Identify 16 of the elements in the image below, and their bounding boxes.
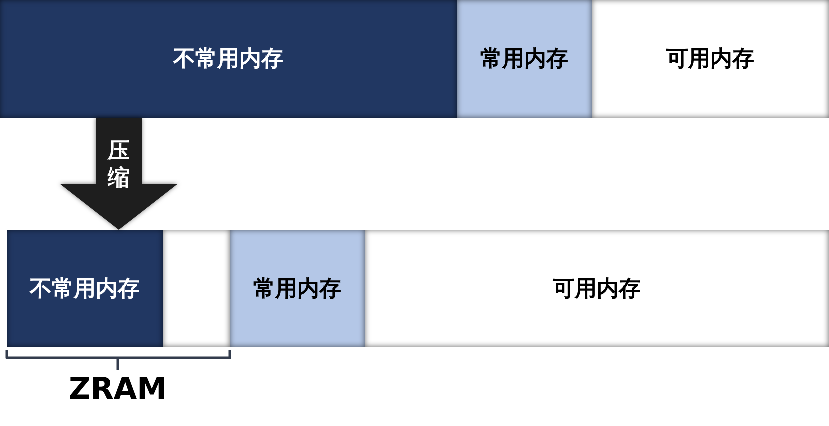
segment-label: 可用内存 — [553, 276, 641, 304]
empty-segment — [163, 230, 230, 347]
segment-label: 不常用内存 — [174, 46, 284, 74]
segment-label: 常用内存 — [254, 276, 342, 304]
memory-segment — [365, 230, 829, 347]
memory-segment — [7, 230, 163, 347]
segment-label: 不常用内存 — [30, 276, 140, 304]
memory-segment — [230, 230, 365, 347]
arrow — [60, 118, 178, 230]
memory-segment — [0, 0, 457, 118]
segment-label: 常用内存 — [480, 46, 568, 74]
edge-label: 压缩 — [107, 138, 131, 192]
segment-label: 可用内存 — [666, 46, 754, 74]
memory-segment — [592, 0, 829, 118]
memory-segment — [457, 0, 592, 118]
bracket-label: ZRAM — [69, 372, 167, 407]
